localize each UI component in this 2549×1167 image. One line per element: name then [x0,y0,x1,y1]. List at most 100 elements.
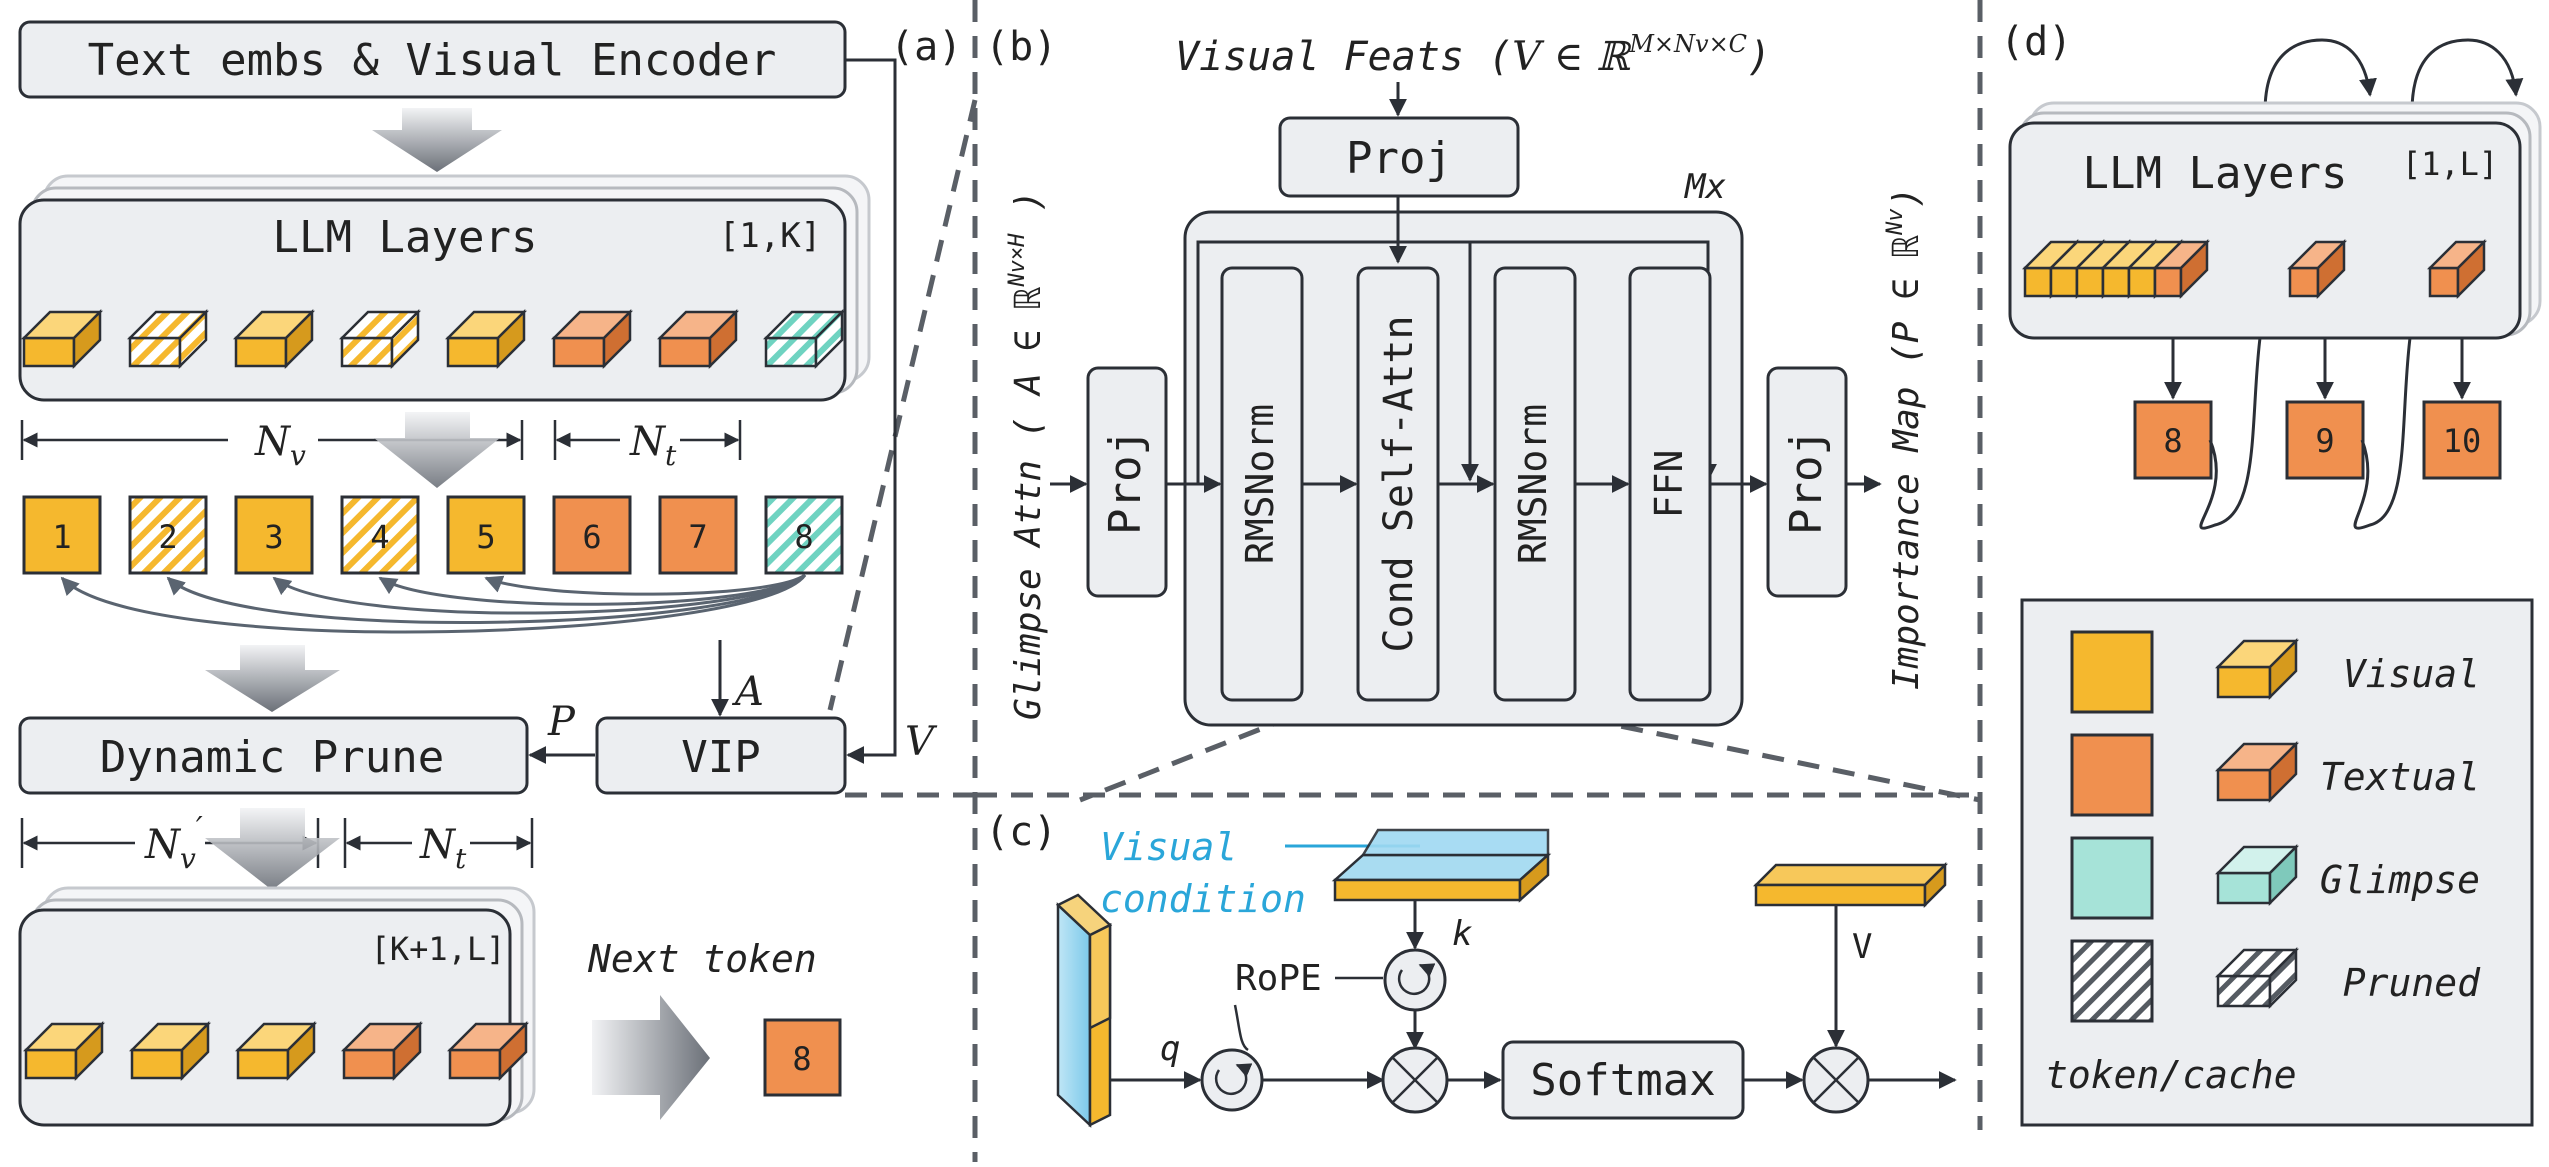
matmul-av [1802,1046,1870,1114]
dynamic-prune-label: Dynamic Prune [100,732,444,783]
llm-top-token-2 [126,308,210,370]
token-square-5: 5 [446,495,526,575]
llm-top-tokens [20,308,846,370]
panel-a-label: (a) [890,24,962,70]
d-output-token-8: 8 [2133,400,2213,480]
rope-q-circle [1200,1048,1264,1112]
q-slab [1055,893,1113,1128]
proj-left-label: Proj [1100,429,1151,535]
legend-swatch-cube [2214,946,2300,1010]
d-loop-back-1 [2199,337,2262,530]
cond-attn-label: Cond Self-Attn [1376,315,1422,652]
proj-left-box [1086,366,1168,598]
panel-b: (b) Visual Feats (V ∈ ℝM×Nv×C) Proj Mx P… [985,24,1927,727]
token-square-label: 8 [794,518,813,556]
flow-arrow-3 [205,645,340,712]
llm-bottom-token-2 [128,1020,212,1082]
flow-arrow-1 [372,108,502,172]
glimpse-attn-label: Glimpse Attn ( A ∈ ℝNv×H ) [1005,190,1049,720]
token-square-3: 3 [234,495,314,575]
llm-top-token-5 [444,308,528,370]
legend-label: Visual [2343,652,2480,696]
rope-k-icon [1397,963,1436,996]
rope-label: RoPE [1235,958,1322,999]
d-output-token-9: 9 [2285,400,2365,480]
q-label: q [1160,1029,1180,1069]
llm-top-title: LLM Layers [273,212,538,263]
d-output-tokens: 8 9 10 [2133,400,2502,480]
legend-swatch-square [2070,630,2154,714]
llm-bottom-range: [K+1,L] [371,930,506,968]
v-c-label: V [1852,927,1872,967]
flow-arrow-2 [374,412,500,488]
proj-right-label: Proj [1781,429,1832,535]
visual-condition-line1: Visual [1100,825,1237,869]
zoom-line-vip-top [827,99,978,711]
importance-map-label: Importance Map (P ∈ ℝNv) [1883,187,1927,690]
rope-pointer-q [1233,1004,1249,1052]
llm-top-range: [1,K] [719,216,821,256]
token-square-label: 1 [52,518,71,556]
matmul-qk [1381,1046,1449,1114]
token-square-4: 4 [340,495,420,575]
svg-text:9: 9 [2315,422,2334,460]
token-square-label: 7 [688,518,707,556]
mx-label: Mx [1684,167,1726,207]
llm-d-tokens [2021,238,2488,300]
llm-top-box [18,198,847,402]
rope-q-icon [1214,1063,1253,1096]
llm-bottom-token-1 [22,1020,106,1082]
legend-label: Textual [2320,755,2480,799]
token-square-label: 4 [370,518,389,556]
legend-swatch-cube [2214,843,2300,907]
llm-d-range: [1,L] [2402,145,2498,183]
legend-swatch-square [2070,939,2154,1023]
v-slab [1752,861,1949,909]
visual-feats-label: Visual Feats (V ∈ ℝM×Nv×C) [1175,30,1771,80]
vip-box [595,716,847,795]
llm-top-token-3 [232,308,316,370]
llm-bottom-token-4 [340,1020,424,1082]
legend-item-pruned: Pruned [2070,939,2481,1023]
legend-swatch-cube [2214,740,2300,804]
legend-item-visual: Visual [2070,630,2480,714]
d-loop-back-2 [2353,337,2412,530]
next-token-label: Next token [587,937,817,981]
nt-label: Nt [629,419,677,472]
d-output-token-10: 10 [2422,400,2502,480]
next-token-value: 8 [792,1040,811,1078]
legend-item-glimpse: Glimpse [2070,836,2480,920]
panel-c: (c) Visual condition k RoPE [985,809,1957,1128]
panel-c-label: (c) [985,809,1057,855]
llm-top-token-1 [20,308,104,370]
next-token-arrow [592,995,710,1120]
dynamic-prune-box [18,716,529,795]
rmsnorm1-label: RMSNorm [1238,404,1282,564]
v-line [845,58,897,764]
svg-text:8: 8 [2163,422,2182,460]
llm-d-title: LLM Layers [2083,148,2348,199]
a-label: A [731,669,764,715]
token-square-7: 7 [658,495,738,575]
k-slab [1331,828,1552,903]
panel-a: (a) Text embs & Visual Encoder LLM Layer… [18,20,962,1127]
nv-prime-bracket: Nv′ [20,811,320,875]
llm-d-textual-token-8 [2426,238,2488,300]
token-square-2: 2 [128,495,208,575]
nt-prime-bracket: Nt [343,818,534,875]
ffn-label: FFN [1647,450,1691,519]
legend-swatch-cube [2214,637,2300,701]
llm-top-token-6 [550,308,634,370]
token-square-label: 3 [264,518,283,556]
llm-top-token-8 [762,308,846,370]
legend-footer: token/cache [2045,1053,2297,1097]
legend-label: Glimpse [2320,858,2480,902]
nt-prime-label: Nt [419,822,467,875]
llm-d-textual-token-7 [2286,238,2348,300]
legend-swatch-square [2070,836,2154,920]
proj-right-box [1766,366,1848,598]
